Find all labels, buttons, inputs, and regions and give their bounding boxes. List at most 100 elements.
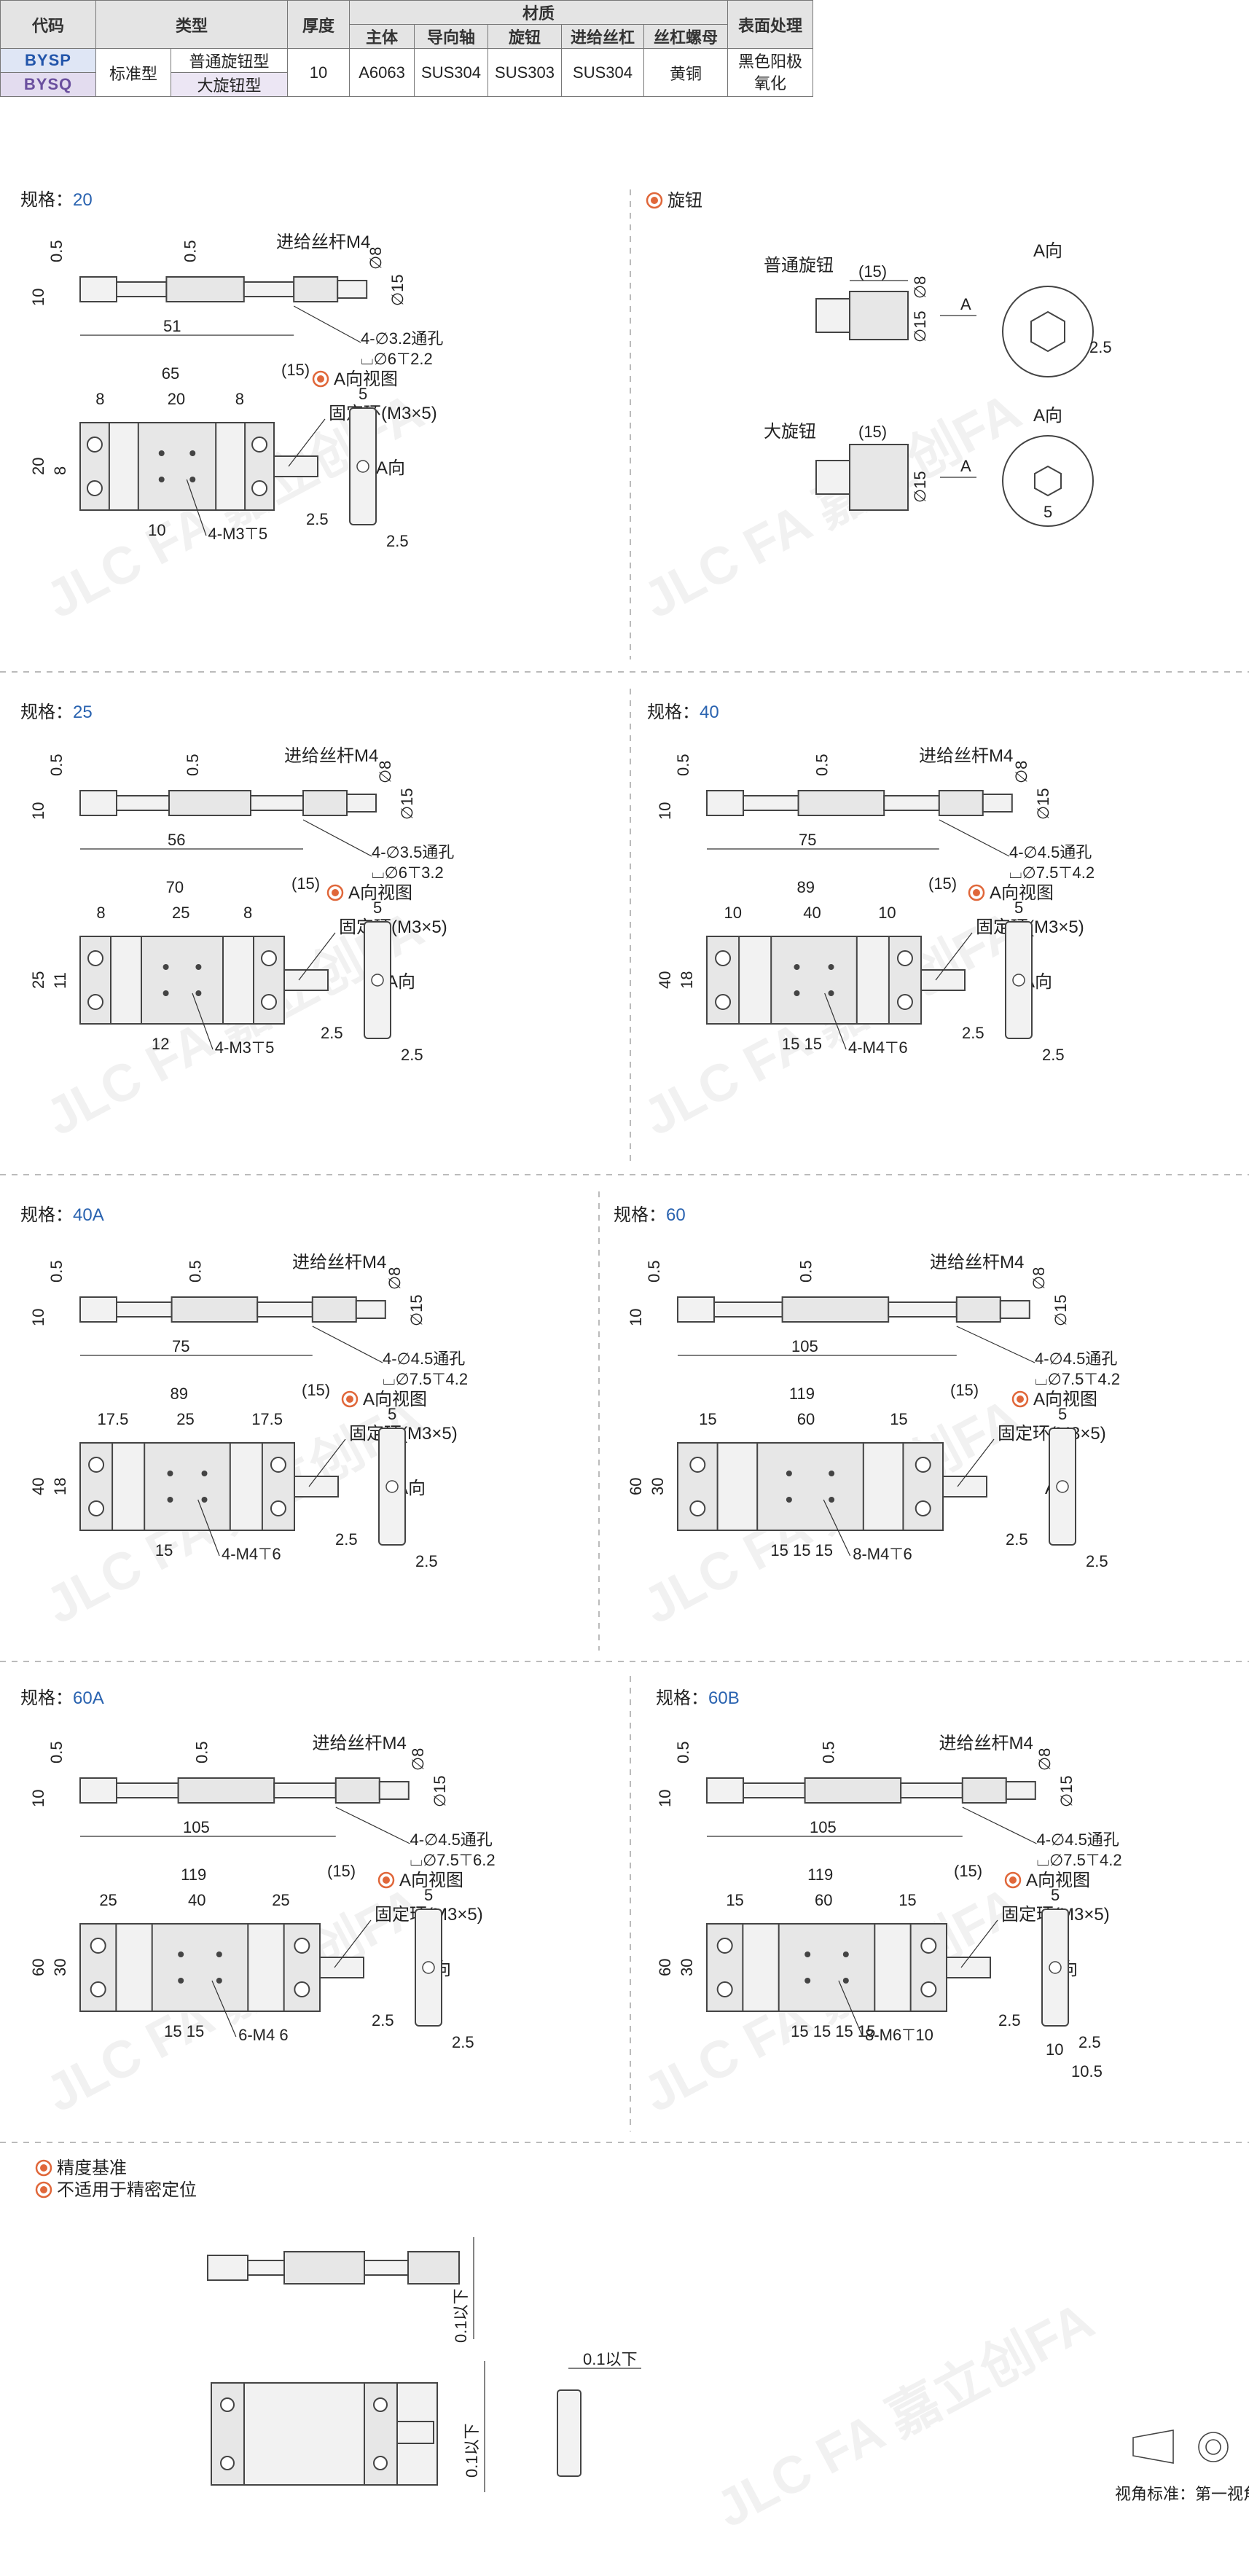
dim-margin-label: (15)	[327, 1862, 356, 1880]
dim-knob-len: (15)	[858, 262, 887, 281]
slide-body	[171, 1296, 259, 1323]
dim-segment-label: 15	[890, 1410, 907, 1428]
knob	[999, 1300, 1030, 1319]
dim-margin-label: (15)	[950, 1381, 979, 1399]
mount-hole	[86, 480, 103, 496]
end-block	[79, 276, 117, 302]
a-view-title: A向	[1033, 241, 1062, 261]
dim-segment-label: 25	[176, 1410, 194, 1428]
leader-line	[302, 819, 372, 857]
feed-screw-label: 进给丝杆M4	[284, 746, 378, 766]
slide-table	[151, 1923, 249, 2012]
knob	[346, 794, 377, 813]
dim-segment-label: 25	[99, 1891, 117, 1909]
knob	[337, 280, 368, 299]
feed-screw-shaft	[247, 2260, 285, 2276]
tap-hole	[842, 1978, 849, 1984]
mount-hole	[90, 1981, 106, 1997]
bullet-icon	[1011, 1390, 1029, 1408]
leader-line	[957, 1438, 995, 1487]
end-plate	[677, 1442, 719, 1531]
thread-label: 4-M3⊤5	[208, 525, 268, 543]
mount-hole	[294, 1938, 310, 1954]
counterbore-label: ⌴∅7.5⊤4.2	[1035, 1370, 1120, 1388]
dim-thickness-label: 0.5	[47, 753, 66, 776]
dim-segment-label: 60	[815, 1891, 832, 1909]
dim-inner-label: 30	[51, 1959, 69, 1976]
material-body: A6063	[349, 48, 415, 97]
tap-hole	[201, 1497, 208, 1503]
dim-thickness-label: 0.5	[47, 1260, 66, 1283]
material-knob: SUS303	[488, 48, 562, 97]
th-surface: 表面处理	[727, 0, 813, 49]
spec-prefix: 规格：	[647, 702, 700, 722]
projection-cone-icon	[1132, 2430, 1174, 2464]
knob-block	[334, 1777, 380, 1804]
bullet-icon	[1004, 1871, 1022, 1889]
counterbore-label: ⌴∅7.5⊤4.2	[383, 1370, 468, 1388]
feed-screw-shaft	[713, 1301, 783, 1318]
tap-hole	[828, 990, 834, 996]
dim-overall-label: 89	[170, 1385, 187, 1403]
slide-table	[137, 422, 217, 511]
a-view-label: A向视图	[363, 1390, 427, 1409]
a-view-label: A向视图	[334, 369, 398, 389]
leader-line	[960, 1919, 998, 1968]
not-precise-label: 不适用于精密定位	[57, 2180, 197, 2200]
mount-hole	[715, 950, 732, 966]
knob-block	[938, 790, 984, 816]
end-plate	[79, 1923, 117, 2012]
knob	[283, 969, 329, 991]
spec-value-40: 40	[700, 702, 719, 722]
knob-title: 旋钮	[667, 191, 702, 211]
tap-hole	[216, 1951, 222, 1957]
mount-hole	[251, 480, 268, 496]
fixing-ring-label: 固定环(M3×5)	[339, 917, 447, 937]
a-view-hole	[356, 460, 369, 473]
tap-hole	[794, 964, 800, 970]
end-block	[79, 1296, 117, 1323]
tap-hole	[163, 964, 169, 970]
dim-view-side-label: 2.5	[452, 2033, 474, 2051]
leader-line	[956, 1326, 1035, 1363]
surface-value: 黑色阳极氧化	[727, 48, 813, 97]
th-type: 类型	[95, 0, 288, 49]
a-arrow-label: A	[960, 295, 971, 313]
dim-view-width-label: 5	[424, 1886, 433, 1904]
leader-line	[186, 479, 207, 536]
dim-height-label: 10	[656, 1790, 674, 1807]
hole-label: 4-∅4.5通孔	[383, 1350, 465, 1368]
dim-inner-label: 18	[51, 1478, 69, 1495]
hole-label: 4-∅4.5通孔	[410, 1831, 493, 1849]
dim-thickness-label: 0.5	[47, 240, 66, 262]
end-block	[79, 790, 117, 816]
dim-height-label: 10	[656, 802, 674, 820]
dim-segment-label: 40	[803, 904, 821, 922]
dim-view-side-label: 2.5	[1086, 1552, 1108, 1570]
feed-screw-shaft	[116, 1301, 173, 1318]
a-view-hole	[1012, 974, 1025, 987]
dim-pitch-label: 15	[155, 1541, 173, 1559]
dim-height-label: 10	[29, 802, 47, 820]
tap-hole	[804, 1978, 811, 1984]
dim-plate-height-label: 25	[29, 971, 47, 989]
mount-hole	[896, 994, 913, 1010]
end-plate	[909, 1923, 948, 2012]
end-plate	[706, 1923, 744, 2012]
mount-hole	[261, 994, 277, 1010]
tap-hole	[786, 1497, 792, 1503]
leader-line	[211, 1980, 237, 2037]
dim-view-side-label: 2.5	[386, 532, 409, 550]
dim-plate-height-label: 60	[627, 1478, 645, 1495]
a-view-label: A向视图	[990, 883, 1054, 903]
mount-hole	[88, 1457, 105, 1473]
mount-hole	[87, 950, 103, 966]
dim-overall-label: 89	[796, 878, 814, 896]
leader-line	[823, 1499, 851, 1557]
leader-line	[293, 305, 361, 343]
svg-text:规格：20: 规格：20	[20, 190, 93, 210]
dim-d8-label: ∅8	[385, 1267, 404, 1290]
th-knob: 旋钮	[488, 24, 562, 49]
